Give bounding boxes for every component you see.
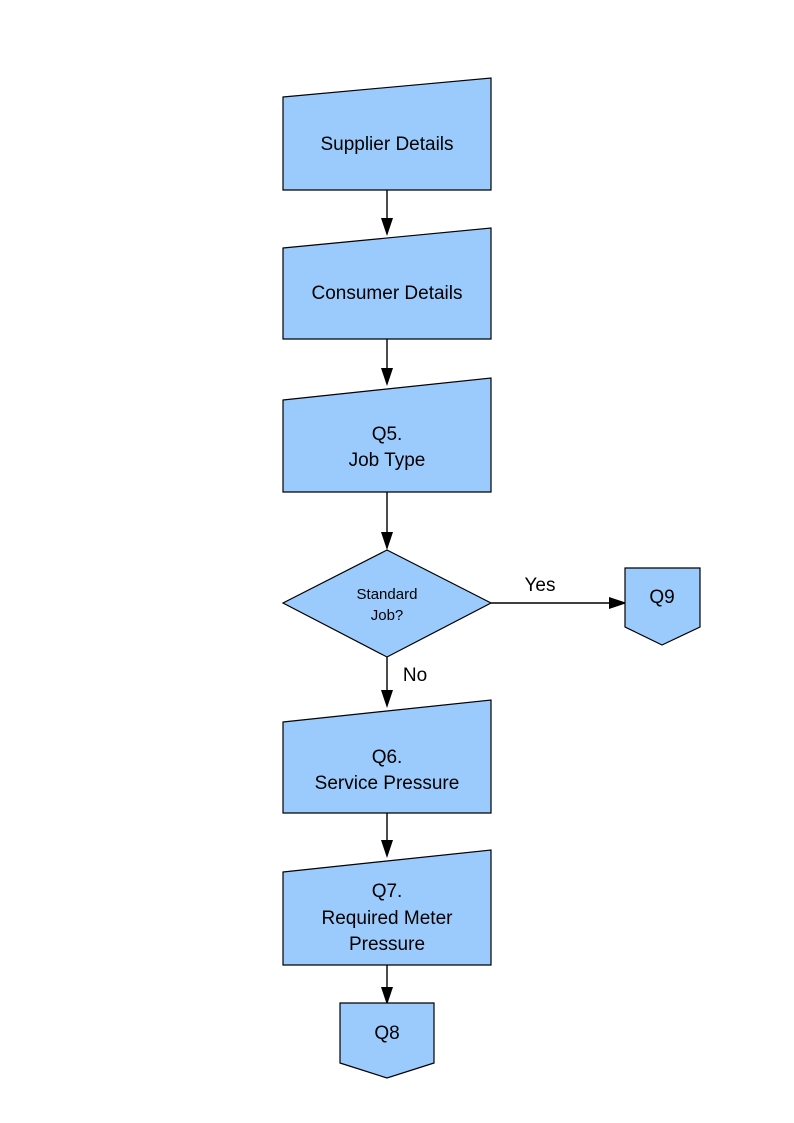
- standard-job-decision-label-line2: Job?: [371, 607, 404, 624]
- connector-consumer-to-q5: [381, 339, 393, 386]
- connector-supplier-to-consumer: [381, 190, 393, 236]
- node-q7-required-meter-pressure[interactable]: Q7. Required Meter Pressure: [282, 849, 492, 966]
- supplier-details-shape[interactable]: [282, 77, 492, 191]
- node-q9[interactable]: Q9: [624, 567, 701, 646]
- node-standard-job-decision[interactable]: Standard Job?: [281, 549, 493, 658]
- node-q8[interactable]: Q8: [339, 1002, 435, 1079]
- consumer-details-shape[interactable]: [282, 227, 492, 340]
- q6-service-pressure-label-line2: Service Pressure: [315, 773, 460, 794]
- connector-q6-to-q7: [381, 813, 393, 858]
- q6-service-pressure-label-line1: Q6.: [372, 747, 403, 768]
- q7-required-meter-pressure-shape[interactable]: [282, 849, 492, 966]
- node-q5-job-type[interactable]: Q5. Job Type: [282, 377, 492, 493]
- node-consumer-details[interactable]: Consumer Details: [282, 227, 492, 340]
- q5-job-type-shape[interactable]: [282, 377, 492, 493]
- node-supplier-details[interactable]: Supplier Details: [282, 77, 492, 191]
- standard-job-decision-shape[interactable]: [281, 549, 493, 658]
- consumer-details-label: Consumer Details: [312, 283, 463, 304]
- q7-required-meter-pressure-label-line1: Q7.: [372, 881, 403, 902]
- connector-q5-to-decision: [381, 492, 393, 550]
- q7-required-meter-pressure-label-line2: Required Meter: [322, 908, 454, 929]
- q8-shape[interactable]: [339, 1002, 435, 1079]
- q5-job-type-label-line2: Job Type: [349, 450, 426, 471]
- q9-shape[interactable]: [624, 567, 701, 646]
- q9-label: Q9: [649, 587, 674, 608]
- edge-label-yes: Yes: [525, 575, 556, 596]
- node-q6-service-pressure[interactable]: Q6. Service Pressure: [282, 699, 492, 814]
- standard-job-decision-label-line1: Standard: [357, 586, 418, 603]
- q7-required-meter-pressure-label-line3: Pressure: [349, 934, 425, 955]
- q5-job-type-label-line1: Q5.: [372, 424, 403, 445]
- edge-label-no: No: [403, 665, 427, 686]
- q8-label: Q8: [374, 1023, 399, 1044]
- connector-q7-to-q8: [381, 965, 393, 1005]
- connector-decision-to-q6: [381, 657, 393, 708]
- q6-service-pressure-shape[interactable]: [282, 699, 492, 814]
- connector-decision-to-q9: [491, 597, 627, 609]
- supplier-details-label: Supplier Details: [320, 134, 453, 155]
